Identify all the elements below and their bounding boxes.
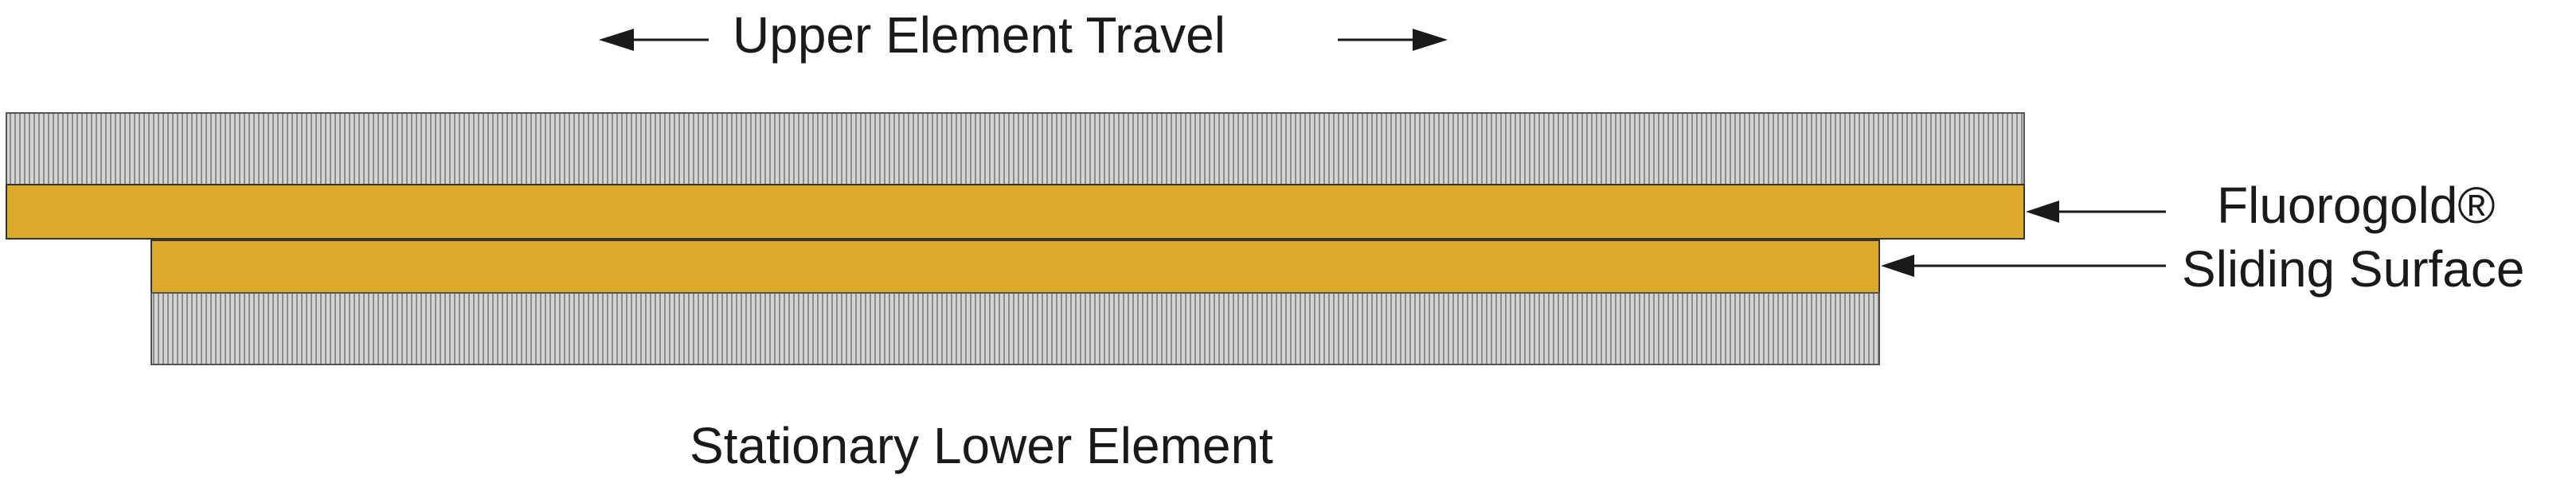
lower-pointer-arrow-icon — [1881, 255, 1914, 277]
lower-element — [150, 292, 1880, 365]
right-arrow-icon — [1413, 29, 1448, 51]
upper-pointer-arrow-icon — [2026, 201, 2059, 223]
upper-element-travel-label: Upper Element Travel — [733, 6, 1225, 64]
lower-sliding-surface — [150, 240, 1880, 294]
sliding-surface-label: Sliding Surface — [2182, 240, 2525, 298]
pointer-arrows — [1881, 201, 2166, 277]
left-arrow-icon — [599, 29, 634, 51]
upper-element — [6, 112, 2025, 185]
upper-sliding-surface — [6, 184, 2025, 240]
stationary-lower-element-label: Stationary Lower Element — [690, 417, 1273, 474]
travel-arrows — [599, 29, 1448, 51]
fluorogold-label: Fluorogold® — [2217, 177, 2496, 234]
